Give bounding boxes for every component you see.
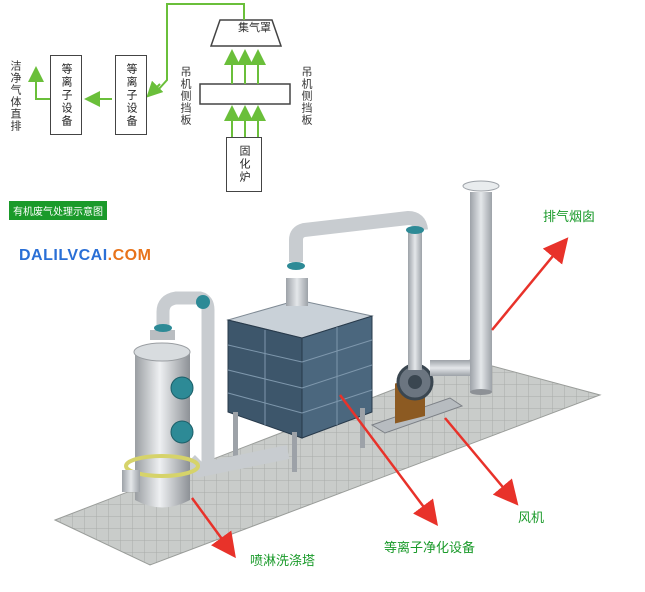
curing-furnace-label: 固化炉 xyxy=(238,145,251,184)
pointer-plasma xyxy=(338,394,438,527)
plasma-box-1: 等离子设备 xyxy=(50,55,82,135)
plasma-box-2: 等离子设备 xyxy=(115,55,147,135)
label-spray-tower: 喷淋洗涤塔 xyxy=(250,554,316,569)
pointer-fan xyxy=(444,417,519,506)
chimney xyxy=(470,192,492,392)
pointer-chimney xyxy=(491,237,569,331)
flow-lines xyxy=(28,3,291,140)
brand-logo: DALILVCAI.COM xyxy=(19,247,151,265)
diagram-title-badge: 有机废气处理示意图 xyxy=(9,201,107,220)
plasma-label-1: 等离子设备 xyxy=(60,62,73,128)
baffle-left-label: 吊机侧挡板 xyxy=(179,66,192,126)
brand-part1: DALILVCAI xyxy=(19,247,108,264)
label-chimney: 排气烟囱 xyxy=(543,210,596,225)
spray-tower xyxy=(122,330,200,508)
label-fan: 风机 xyxy=(518,511,545,526)
fan-unit xyxy=(370,360,470,434)
brand-part2: .COM xyxy=(107,247,152,264)
clean-exhaust-label: 洁净气体直排 xyxy=(9,60,22,132)
plasma-label-2: 等离子设备 xyxy=(125,62,138,128)
baffle-right-label: 吊机侧挡板 xyxy=(300,66,313,126)
hood-label: 集气罩 xyxy=(238,21,271,34)
curing-furnace-box: 固化炉 xyxy=(226,137,262,192)
hood-shape xyxy=(209,19,283,47)
label-plasma-equipment: 等离子净化设备 xyxy=(384,541,476,556)
pointer-tower xyxy=(190,497,236,559)
plasma-purifier xyxy=(226,278,374,472)
